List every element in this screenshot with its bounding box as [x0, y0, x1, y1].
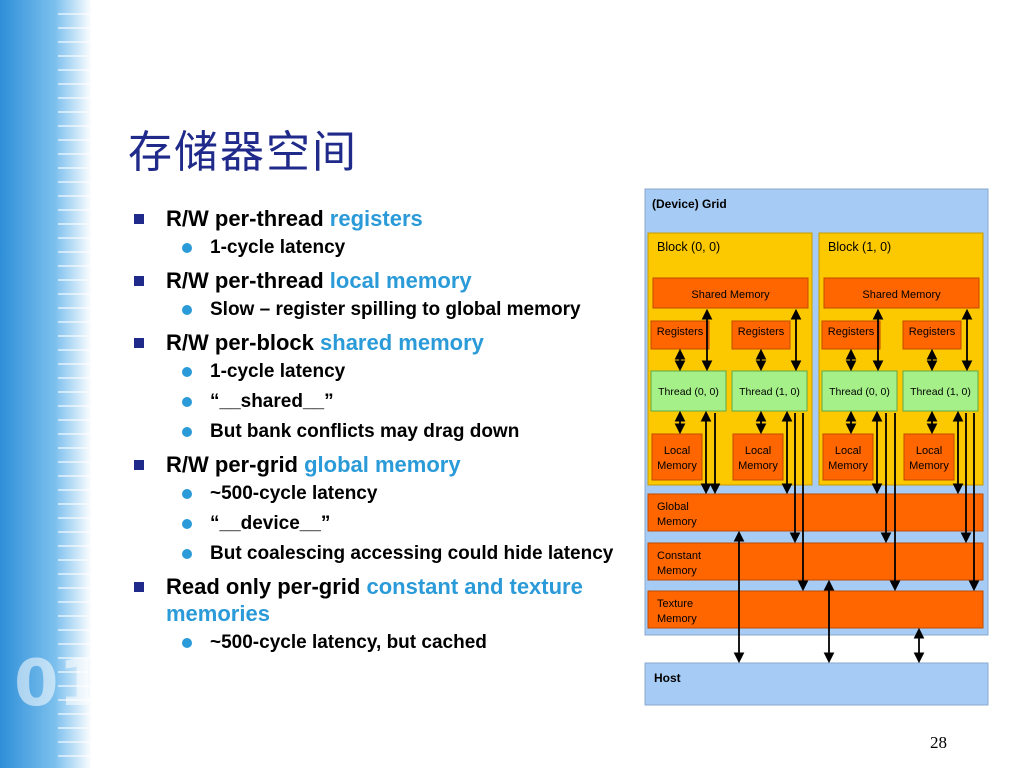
- bullet-local-memory: R/W per-thread local memory: [132, 267, 632, 294]
- bullet-constant-texture-memory: Read only per-grid constant and texture …: [132, 573, 632, 627]
- thread-label: Thread (0, 0): [658, 386, 719, 398]
- sub-bullet: 1-cycle latency: [132, 237, 632, 259]
- texture-memory-label: Memory: [657, 613, 697, 625]
- block-0-label: Block (0, 0): [657, 240, 720, 254]
- shared-memory-label: Shared Memory: [691, 289, 770, 301]
- thread-b1-t1: [902, 370, 979, 412]
- registers-b1-t1: [902, 320, 962, 350]
- local-memory-b0-t0: [651, 433, 703, 481]
- local-memory-label: Memory: [909, 460, 949, 472]
- registers-label: Registers: [909, 326, 956, 338]
- bullet-text: R/W per-thread: [166, 206, 330, 231]
- registers-label: Registers: [657, 326, 704, 338]
- global-memory-label: Global: [657, 501, 689, 513]
- thread-b1-t0: [821, 370, 898, 412]
- texture-memory-label: Texture: [657, 598, 693, 610]
- registers-b1-t0: [821, 320, 881, 350]
- sub-bullet: But bank conflicts may drag down: [132, 421, 632, 443]
- sub-bullet: ~500-cycle latency: [132, 483, 632, 505]
- bullet-global-memory: R/W per-grid global memory: [132, 451, 632, 478]
- global-memory-label: Memory: [657, 516, 697, 528]
- bullet-highlight: local memory: [329, 268, 472, 293]
- local-memory-label: Local: [916, 445, 942, 457]
- bullet-text: R/W per-block: [166, 330, 321, 355]
- shared-memory-block-1: [823, 277, 980, 309]
- bullet-registers: R/W per-thread registers: [132, 205, 632, 232]
- registers-label: Registers: [828, 326, 875, 338]
- bullet-text: R/W per-thread: [166, 268, 330, 293]
- block-1-label: Block (1, 0): [828, 240, 891, 254]
- bullet-highlight: shared memory: [320, 330, 484, 355]
- sub-bullet: “__device__”: [132, 513, 632, 535]
- bullet-text: R/W per-grid: [166, 452, 305, 477]
- local-memory-b1-t1: [903, 433, 955, 481]
- constant-memory-label: Memory: [657, 565, 697, 577]
- local-memory-b1-t0: [822, 433, 874, 481]
- device-grid-label: (Device) Grid: [652, 197, 727, 211]
- bullet-highlight: constant and texture memories: [166, 574, 583, 626]
- thread-b0-t0: [650, 370, 727, 412]
- local-memory-label: Memory: [828, 460, 868, 472]
- thread-label: Thread (1, 0): [739, 386, 800, 398]
- bullet-text: Read only per-grid: [166, 574, 367, 599]
- bullet-list: R/W per-thread registers 1-cycle latency…: [132, 205, 632, 662]
- shared-memory-label: Shared Memory: [862, 289, 941, 301]
- local-memory-label: Local: [835, 445, 861, 457]
- bullet-highlight: global memory: [304, 452, 461, 477]
- arrows: [674, 308, 980, 664]
- constant-memory: [647, 542, 984, 581]
- sub-bullet: 1-cycle latency: [132, 361, 632, 383]
- global-memory: [647, 493, 984, 532]
- memory-hierarchy-diagram: (Device) Grid Block (0, 0) Block (1, 0) …: [644, 188, 989, 706]
- registers-label: Registers: [738, 326, 785, 338]
- sub-bullet: ~500-cycle latency, but cached: [132, 632, 632, 654]
- shared-memory-block-0: [652, 277, 809, 309]
- thread-label: Thread (1, 0): [910, 386, 971, 398]
- local-memory-label: Memory: [657, 460, 697, 472]
- host: [644, 662, 989, 706]
- page-title: 存储器空间: [128, 127, 358, 178]
- constant-memory-label: Constant: [657, 550, 701, 562]
- local-memory-b0-t1: [732, 433, 784, 481]
- sub-bullet: Slow – register spilling to global memor…: [132, 299, 632, 321]
- bullet-highlight: registers: [329, 206, 423, 231]
- bullet-shared-memory: R/W per-block shared memory: [132, 329, 632, 356]
- local-memory-label: Local: [745, 445, 771, 457]
- sub-bullet: But coalescing accessing could hide late…: [132, 543, 632, 565]
- sub-bullet: “__shared__”: [132, 391, 632, 413]
- decorative-binary-strip: 01: [0, 0, 92, 768]
- thread-b0-t1: [731, 370, 808, 412]
- registers-b0-t1: [731, 320, 791, 350]
- page-number: 28: [930, 733, 947, 752]
- host-label: Host: [654, 671, 681, 685]
- decor-binary-text: 01: [14, 647, 92, 721]
- thread-label: Thread (0, 0): [829, 386, 890, 398]
- texture-memory: [647, 590, 984, 629]
- local-memory-label: Memory: [738, 460, 778, 472]
- local-memory-label: Local: [664, 445, 690, 457]
